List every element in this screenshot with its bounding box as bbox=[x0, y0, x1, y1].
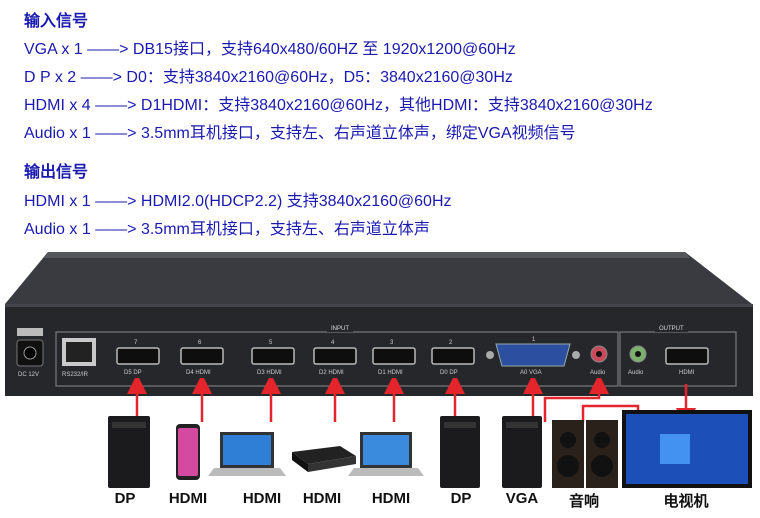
port-label: D0 DP bbox=[440, 370, 458, 376]
device-label: DP bbox=[114, 490, 136, 507]
port-label: A0 VGA bbox=[520, 370, 542, 376]
rs232-label: RS232/IR bbox=[62, 372, 89, 378]
device-label: HDMI bbox=[242, 490, 282, 507]
port-label: D1 HDMI bbox=[378, 370, 403, 376]
port-num: 7 bbox=[134, 340, 138, 346]
device-label: 电视机 bbox=[663, 493, 709, 510]
device-label: HDMI bbox=[168, 490, 208, 507]
laptop-icon bbox=[208, 432, 286, 476]
port-num: 6 bbox=[198, 340, 202, 346]
device-label: VGA bbox=[505, 490, 539, 507]
pc-tower-icon bbox=[108, 416, 150, 488]
port-num: 5 bbox=[269, 340, 273, 346]
input-line-vga: VGA x 1 ——> DB15接口，支持640x480/60HZ 至 1920… bbox=[24, 41, 516, 58]
device-label: 音响 bbox=[568, 493, 599, 510]
port-label: D3 HDMI bbox=[257, 370, 282, 376]
device-label: HDMI bbox=[302, 490, 342, 507]
pc-tower-icon bbox=[440, 416, 480, 488]
device-label: DP bbox=[450, 490, 472, 507]
audio-out-label: Audio bbox=[628, 370, 644, 376]
hdmi-out-label: HDMI bbox=[679, 370, 695, 376]
port-num: 3 bbox=[390, 340, 394, 346]
output-group-label: OUTPUT bbox=[655, 326, 688, 332]
port-num: 1 bbox=[532, 337, 536, 343]
audio-in-label: Audio bbox=[590, 370, 606, 376]
pc-tower-icon bbox=[502, 416, 542, 488]
device-label: HDMI bbox=[371, 490, 411, 507]
output-heading: 输出信号 bbox=[24, 164, 89, 181]
input-line-dp: D P x 2 ——> D0：支持3840x2160@60Hz，D5：3840x… bbox=[24, 69, 513, 86]
port-label: D2 HDMI bbox=[319, 370, 344, 376]
output-line-audio: Audio x 1 ——> 3.5mm耳机接口，支持左、右声道立体声 bbox=[24, 221, 430, 238]
port-label: D5 DP bbox=[124, 370, 142, 376]
tv-icon bbox=[622, 410, 752, 488]
port-label: D4 HDMI bbox=[186, 370, 211, 376]
dc-label: DC 12V bbox=[18, 372, 40, 378]
set-top-box-icon bbox=[292, 446, 356, 472]
output-line-hdmi: HDMI x 1 ——> HDMI2.0(HDCP2.2) 支持3840x216… bbox=[24, 193, 452, 210]
speaker-icon bbox=[552, 420, 618, 488]
input-line-audio: Audio x 1 ——> 3.5mm耳机接口，支持左、右声道立体声，绑定VGA… bbox=[24, 125, 576, 142]
port-num: 4 bbox=[331, 340, 335, 346]
devices bbox=[108, 410, 752, 488]
laptop-icon bbox=[348, 432, 424, 476]
input-heading: 输入信号 bbox=[24, 13, 89, 30]
input-line-hdmi: HDMI x 4 ——> D1HDMI：支持3840x2160@60Hz，其他H… bbox=[24, 97, 653, 114]
port-num: 2 bbox=[449, 340, 453, 346]
phone-icon bbox=[176, 424, 200, 480]
input-group-label: INPUT bbox=[327, 326, 353, 332]
